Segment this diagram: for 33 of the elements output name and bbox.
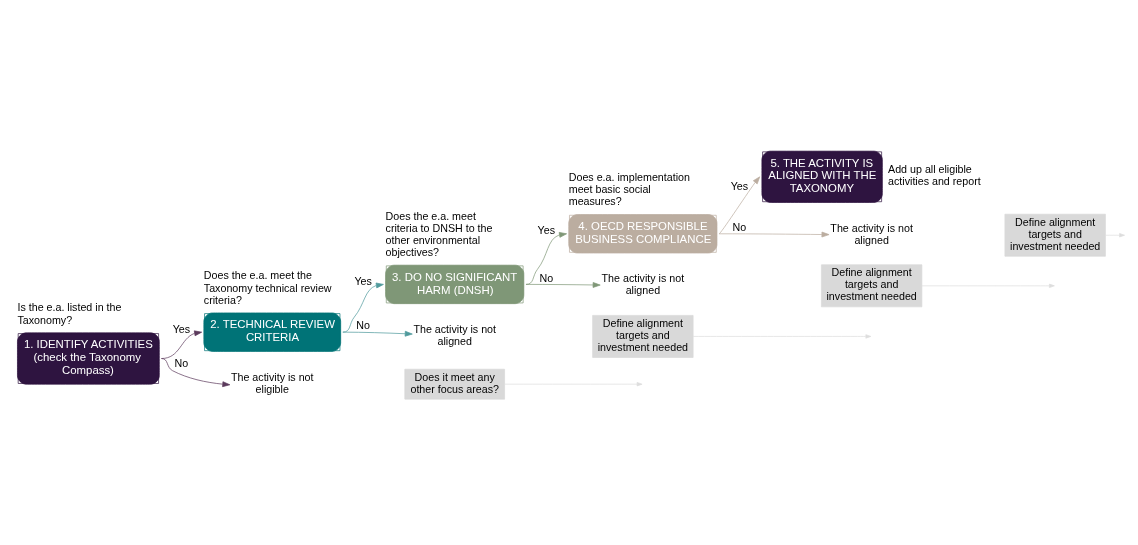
edge-label: No (356, 318, 370, 331)
node-box: Does it meet any other focus areas? (404, 368, 505, 399)
node-label: Does e.a. implementation meet basic social measures? (568, 170, 690, 207)
arrow (1105, 232, 1125, 237)
node-box: Define alignment targets and investment needed (1004, 213, 1106, 257)
arrow (718, 175, 761, 234)
arrow (342, 330, 413, 337)
arrow (718, 231, 830, 237)
edge-label: Yes (172, 322, 191, 335)
arrow (161, 330, 203, 359)
arrow (921, 283, 1055, 288)
node-box: Define alignment targets and investment needed (821, 263, 923, 307)
node-label: Add up all eligible activities and report (888, 162, 981, 187)
node-label: Does the e.a. meet criteria to DNSH to the other environmental objectives? (385, 209, 493, 258)
edge-label: Yes (354, 274, 372, 287)
arrow (525, 281, 601, 288)
node-text: The activity is not eligible (230, 370, 314, 395)
arrow (161, 357, 231, 387)
edge-label: No (732, 220, 747, 233)
node-label: Is the e.a. listed in the Taxonomy? (17, 300, 122, 326)
edge-label: No (539, 271, 554, 284)
node-box: Define alignment targets and investment needed (592, 314, 694, 358)
edge-label: Yes (537, 223, 556, 236)
node-label: Does the e.a. meet the Taxonomy technical review criteria? (203, 268, 332, 306)
edge-label: Yes (730, 179, 749, 192)
arrow (525, 231, 567, 285)
arrow (692, 333, 872, 339)
edge-label: No (174, 356, 189, 369)
node-text: The activity is not aligned (830, 221, 913, 246)
arrow (342, 282, 384, 332)
node-text: The activity is not aligned (601, 271, 685, 296)
node-text: The activity is not aligned (413, 322, 496, 347)
arrow (504, 381, 643, 386)
